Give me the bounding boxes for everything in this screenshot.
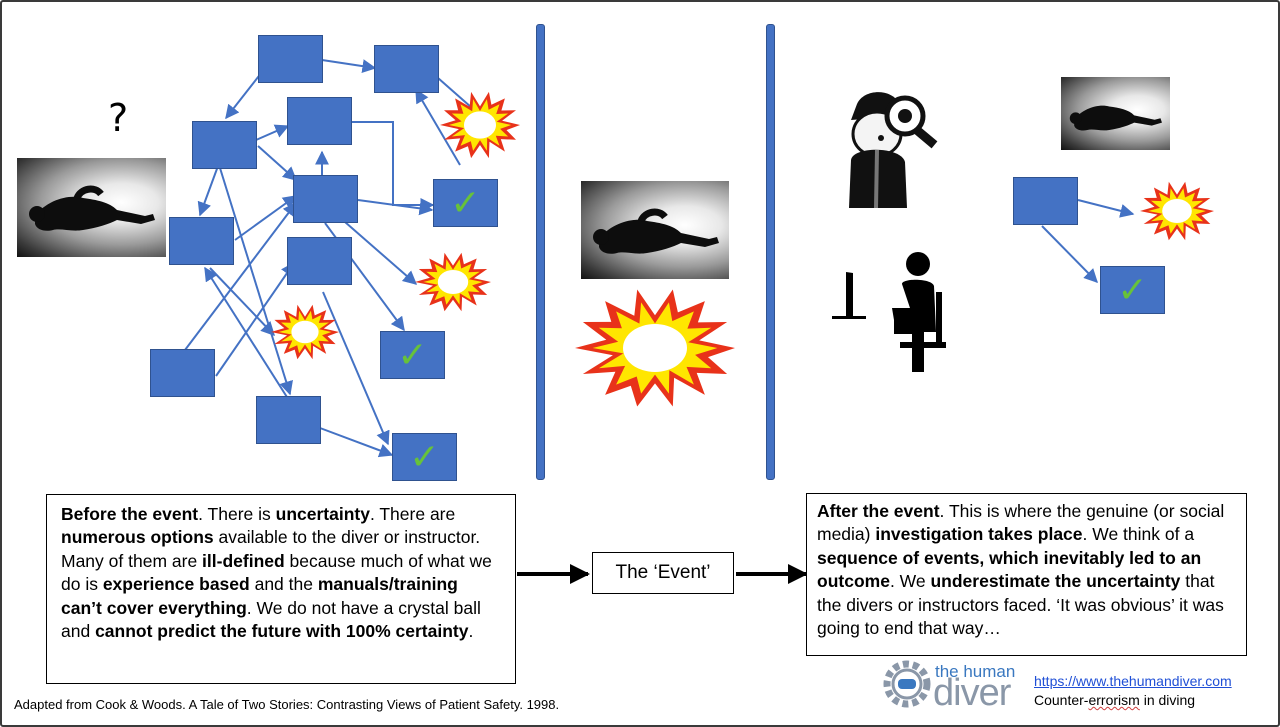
flow-arrow — [415, 88, 461, 166]
checkmark-icon: ✓ — [409, 436, 440, 478]
diver-photo-after — [1061, 77, 1170, 150]
success-box: ✓ — [392, 433, 457, 481]
success-box: ✓ — [380, 331, 445, 379]
flow-arrow — [357, 199, 434, 216]
before-text-span: manuals/training can’t cover everything — [61, 574, 458, 618]
before-text-span: uncertainty — [275, 504, 370, 524]
explosion-core — [464, 111, 496, 139]
flow-arrow — [215, 261, 295, 377]
after-text-span: investigation takes place — [875, 524, 1083, 545]
decision-box — [293, 175, 358, 223]
flow-arrow — [225, 71, 263, 120]
after-text-span: . We think of a — [1082, 524, 1195, 545]
before-text-span: ill-defined — [202, 550, 285, 571]
timeline-divider-right — [766, 24, 775, 480]
diver-photo-before — [17, 158, 166, 257]
decision-box — [169, 217, 234, 265]
question-mark: ? — [108, 96, 129, 140]
flow-arrow — [321, 59, 377, 74]
explosion-core — [437, 270, 469, 294]
explosion-core — [623, 324, 687, 372]
event-label: The ‘Event’ — [615, 562, 711, 583]
tagline-part: Counter- — [1034, 692, 1089, 708]
success-box: ✓ — [433, 179, 498, 227]
success-box: ✓ — [1100, 266, 1165, 314]
before-text-span: cannot predict the future with 100% cert… — [95, 621, 469, 642]
before-text-span: because much of what we do is — [61, 550, 492, 595]
diver-photo-event — [581, 181, 729, 279]
logo-line2: diver — [933, 672, 1011, 714]
decision-box — [192, 121, 257, 169]
before-text-span: . There is — [198, 504, 276, 524]
after-text-span: . We — [889, 571, 931, 592]
before-text-span: . There are — [369, 504, 456, 524]
flow-arrow — [219, 167, 293, 396]
flow-arrow — [344, 221, 418, 285]
flow-arrow — [352, 121, 435, 212]
event-label-box: The ‘Event’ — [592, 552, 734, 594]
decision-box — [1013, 177, 1078, 225]
after-text-span: that the divers or instructors faced. ‘I… — [817, 571, 1224, 639]
before-text-span: numerous options — [61, 527, 214, 548]
before-text-span: and the — [249, 574, 318, 595]
flow-arrow — [204, 266, 293, 406]
before-text-span: available to the diver or instructor. Ma… — [61, 527, 481, 571]
tagline-part: in diving — [1139, 692, 1196, 708]
checkmark-icon: ✓ — [1117, 269, 1148, 311]
flow-arrow — [255, 124, 290, 141]
flow-arrow — [184, 201, 297, 351]
explosion-core — [291, 320, 319, 344]
after-event-textbox: After the event. This is where the genui… — [806, 493, 1247, 656]
flow-arrow — [1041, 225, 1098, 283]
citation: Adapted from Cook & Woods. A Tale of Two… — [14, 697, 560, 712]
tagline-part: errorism — [1088, 692, 1140, 708]
after-text-span: After the event — [817, 501, 940, 521]
logo-line1: the human — [935, 662, 1016, 681]
decision-box — [150, 349, 215, 397]
flow-arrow — [257, 145, 298, 181]
decision-box — [256, 396, 321, 444]
decision-box — [374, 45, 439, 93]
timeline-divider-left — [536, 24, 545, 480]
flow-arrow — [319, 427, 394, 458]
decision-box — [258, 35, 323, 83]
checkmark-icon: ✓ — [450, 182, 481, 224]
after-text-span: underestimate the uncertainty — [930, 571, 1181, 592]
flow-arrow — [1077, 199, 1135, 218]
tagline: Counter-errorism in diving — [1034, 692, 1195, 708]
after-text-span: . This is where the genuine (or social m… — [817, 501, 1225, 545]
checkmark-icon: ✓ — [397, 334, 428, 376]
flow-arrow — [322, 291, 390, 446]
flow-arrow — [209, 267, 275, 337]
before-text-span: Before the event — [61, 504, 199, 524]
after-text-span: sequence of events, which inevitably led… — [817, 547, 1202, 592]
website-link[interactable]: https://www.thehumandiver.com — [1034, 673, 1232, 689]
before-text-span: experience based — [102, 574, 250, 595]
before-text-span: . We do not have a crystal ball and — [61, 597, 481, 642]
explosion-core — [1162, 199, 1192, 223]
flow-arrow — [197, 165, 219, 217]
decision-box — [287, 237, 352, 285]
before-text-span: . — [468, 621, 474, 642]
before-event-textbox: Before the event. There is uncertainty. … — [46, 494, 516, 684]
decision-box — [287, 97, 352, 145]
